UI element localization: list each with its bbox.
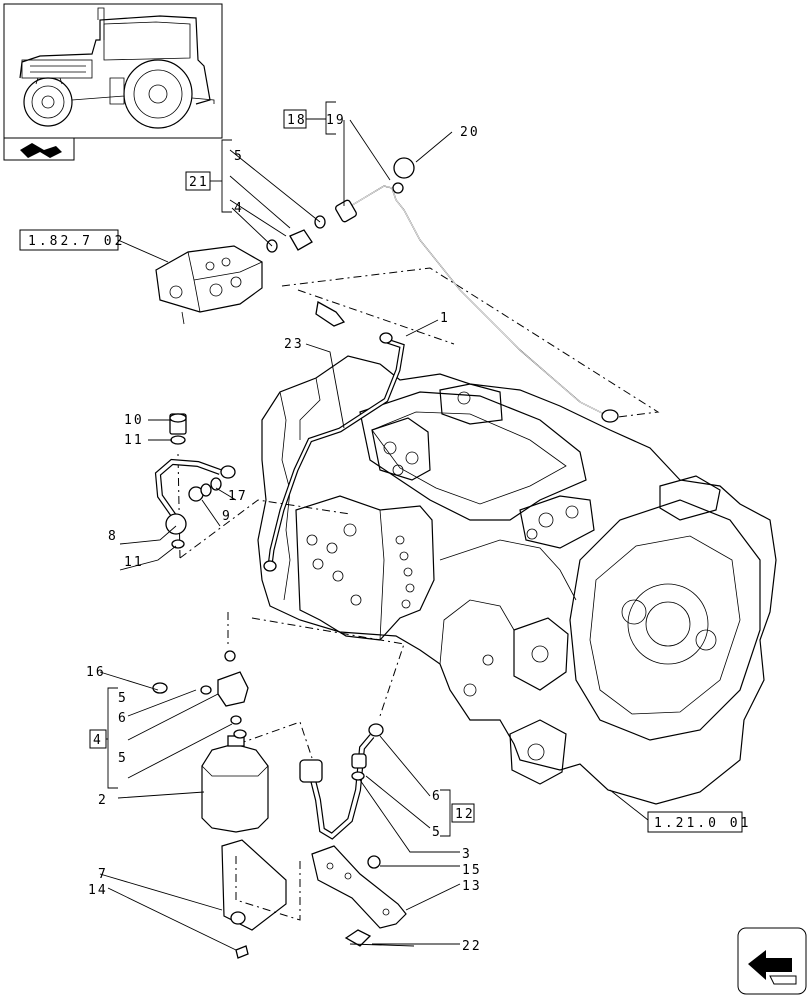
callout-22: 22 xyxy=(462,939,482,954)
kit-box-18: 18 xyxy=(283,109,326,129)
callout-6-b: 6 xyxy=(432,789,442,804)
pipe-19 xyxy=(335,185,619,423)
kit-brackets xyxy=(107,101,451,837)
pipe-3 xyxy=(299,723,384,840)
kit-label-12: 12 xyxy=(455,807,475,822)
callout-5-c: 5 xyxy=(432,825,442,840)
navigation-arrow-icon[interactable] xyxy=(737,927,807,995)
callout-23: 23 xyxy=(284,337,304,352)
pipe-8 xyxy=(154,435,236,549)
ref-label-housing: 1.21.0 01 xyxy=(654,816,751,831)
callout-3: 3 xyxy=(462,847,472,862)
kit-label-18: 18 xyxy=(287,113,307,128)
callout-14: 14 xyxy=(88,883,108,898)
callout-19: 19 xyxy=(326,113,346,128)
kit-box-4: 4 xyxy=(89,729,108,749)
fitting-21 xyxy=(266,157,415,327)
callout-5-b: 5 xyxy=(118,751,128,766)
callout-4: 4 xyxy=(234,201,244,216)
callout-10: 10 xyxy=(124,413,144,428)
callout-13: 13 xyxy=(462,879,482,894)
control-valve-block xyxy=(155,245,263,325)
callout-11-b: 11 xyxy=(124,555,144,570)
kit-box-12: 12 xyxy=(451,803,475,823)
callout-17: 17 xyxy=(228,489,248,504)
callout-15: 15 xyxy=(462,863,482,878)
bracket-13 xyxy=(311,845,407,947)
callout-11-a: 11 xyxy=(124,433,144,448)
callout-2: 2 xyxy=(98,793,108,808)
section-arrow-icon[interactable] xyxy=(3,137,75,161)
ref-box-housing[interactable]: 1.21.0 01 xyxy=(647,811,751,833)
kit-label-4: 4 xyxy=(93,733,103,748)
ref-label-valve: 1.82.7 02 xyxy=(28,234,125,249)
callout-20: 20 xyxy=(460,125,480,140)
callout-5-top: 5 xyxy=(234,149,244,164)
accumulator-2 xyxy=(152,650,269,833)
bracket-7 xyxy=(221,839,287,959)
callout-9: 9 xyxy=(222,509,232,524)
kit-box-21: 21 xyxy=(185,171,222,191)
tractor-thumbnail-icon[interactable] xyxy=(3,3,223,139)
callout-5-a: 5 xyxy=(118,691,128,706)
dashed-connection-lines xyxy=(177,267,660,921)
callout-7: 7 xyxy=(98,867,108,882)
callout-labels: 1 2 3 4 5 5 5 5 6 6 7 8 9 10 11 11 13 14… xyxy=(86,113,482,954)
ref-box-valve[interactable]: 1.82.7 02 xyxy=(19,229,125,251)
callout-16: 16 xyxy=(86,665,106,680)
callout-6-a: 6 xyxy=(118,711,128,726)
pipe-1 xyxy=(263,332,405,572)
transmission-housing xyxy=(257,355,777,805)
leader-lines xyxy=(99,119,649,951)
plug-10 xyxy=(169,413,187,435)
kit-label-21: 21 xyxy=(189,175,209,190)
callout-8: 8 xyxy=(108,529,118,544)
callout-1: 1 xyxy=(440,311,450,326)
